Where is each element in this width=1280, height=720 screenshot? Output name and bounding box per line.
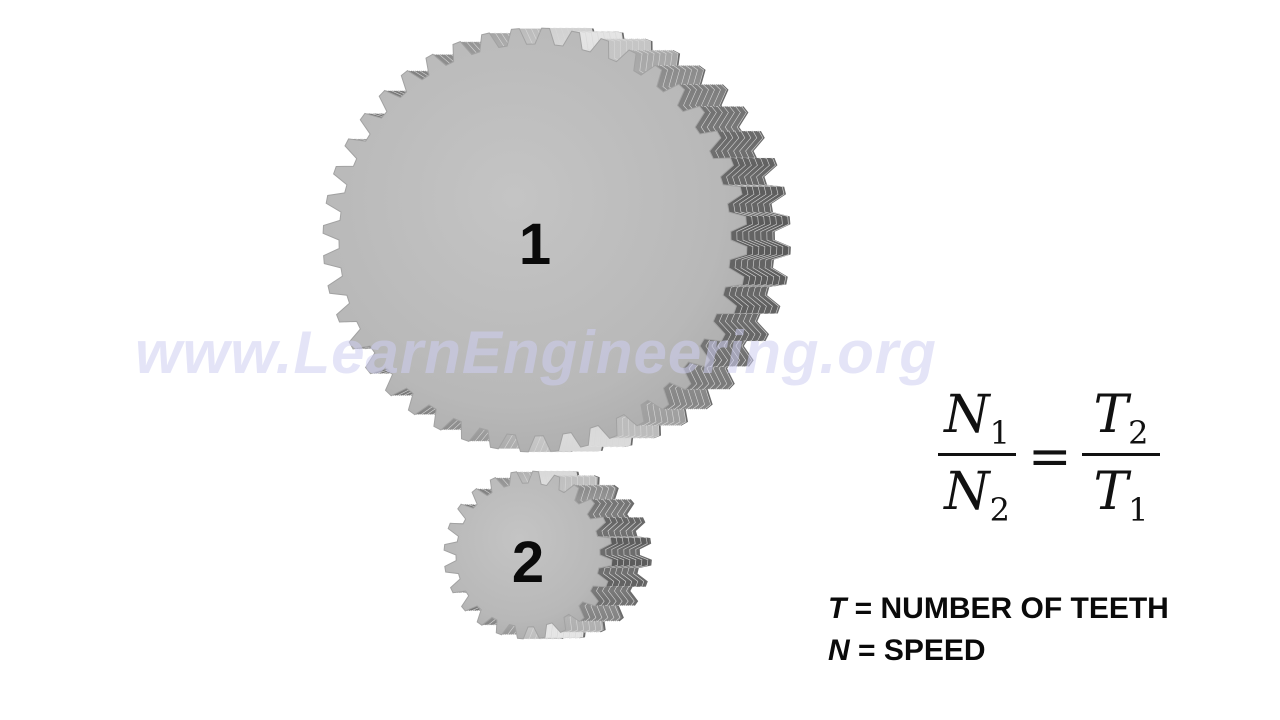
gear-1-face: [322, 27, 748, 453]
fraction-bar: [938, 453, 1016, 456]
watermark: www.LearnEngineering.org: [135, 319, 937, 386]
symbol-t: T: [1093, 385, 1129, 445]
speed-fraction: N1 N2: [938, 385, 1016, 529]
gear-ratio-formula: N1 N2 = T2 T1: [930, 385, 1160, 535]
symbol-t: T: [1093, 462, 1129, 522]
teeth-fraction: T2 T1: [1082, 385, 1160, 529]
gear-2: [443, 470, 652, 640]
subscript: 2: [1128, 414, 1149, 452]
subscript: 2: [989, 491, 1010, 529]
legend-symbol: N: [828, 634, 850, 667]
legend-teeth: T = NUMBER OF TEETH: [828, 588, 1169, 630]
symbol-legend: T = NUMBER OF TEETH N = SPEED: [828, 588, 1169, 672]
subscript: 1: [989, 414, 1010, 452]
gear-1-label: 1: [519, 212, 551, 277]
gear-2-face: [443, 470, 613, 640]
fraction-numerator: T2: [1082, 385, 1160, 452]
symbol-n: N: [944, 462, 990, 522]
equals-sign: =: [1028, 427, 1072, 487]
symbol-n: N: [944, 385, 990, 445]
fraction-bar: [1082, 453, 1160, 456]
fraction-denominator: T1: [1082, 462, 1160, 529]
fraction-numerator: N1: [938, 385, 1016, 452]
gear-1: [322, 27, 791, 453]
legend-symbol: T: [828, 592, 847, 625]
subscript: 1: [1128, 491, 1149, 529]
legend-text: = SPEED: [849, 634, 986, 667]
gear-2-label: 2: [512, 530, 544, 595]
fraction-denominator: N2: [938, 462, 1016, 529]
legend-speed: N = SPEED: [828, 630, 1169, 672]
legend-text: = NUMBER OF TEETH: [846, 592, 1169, 625]
